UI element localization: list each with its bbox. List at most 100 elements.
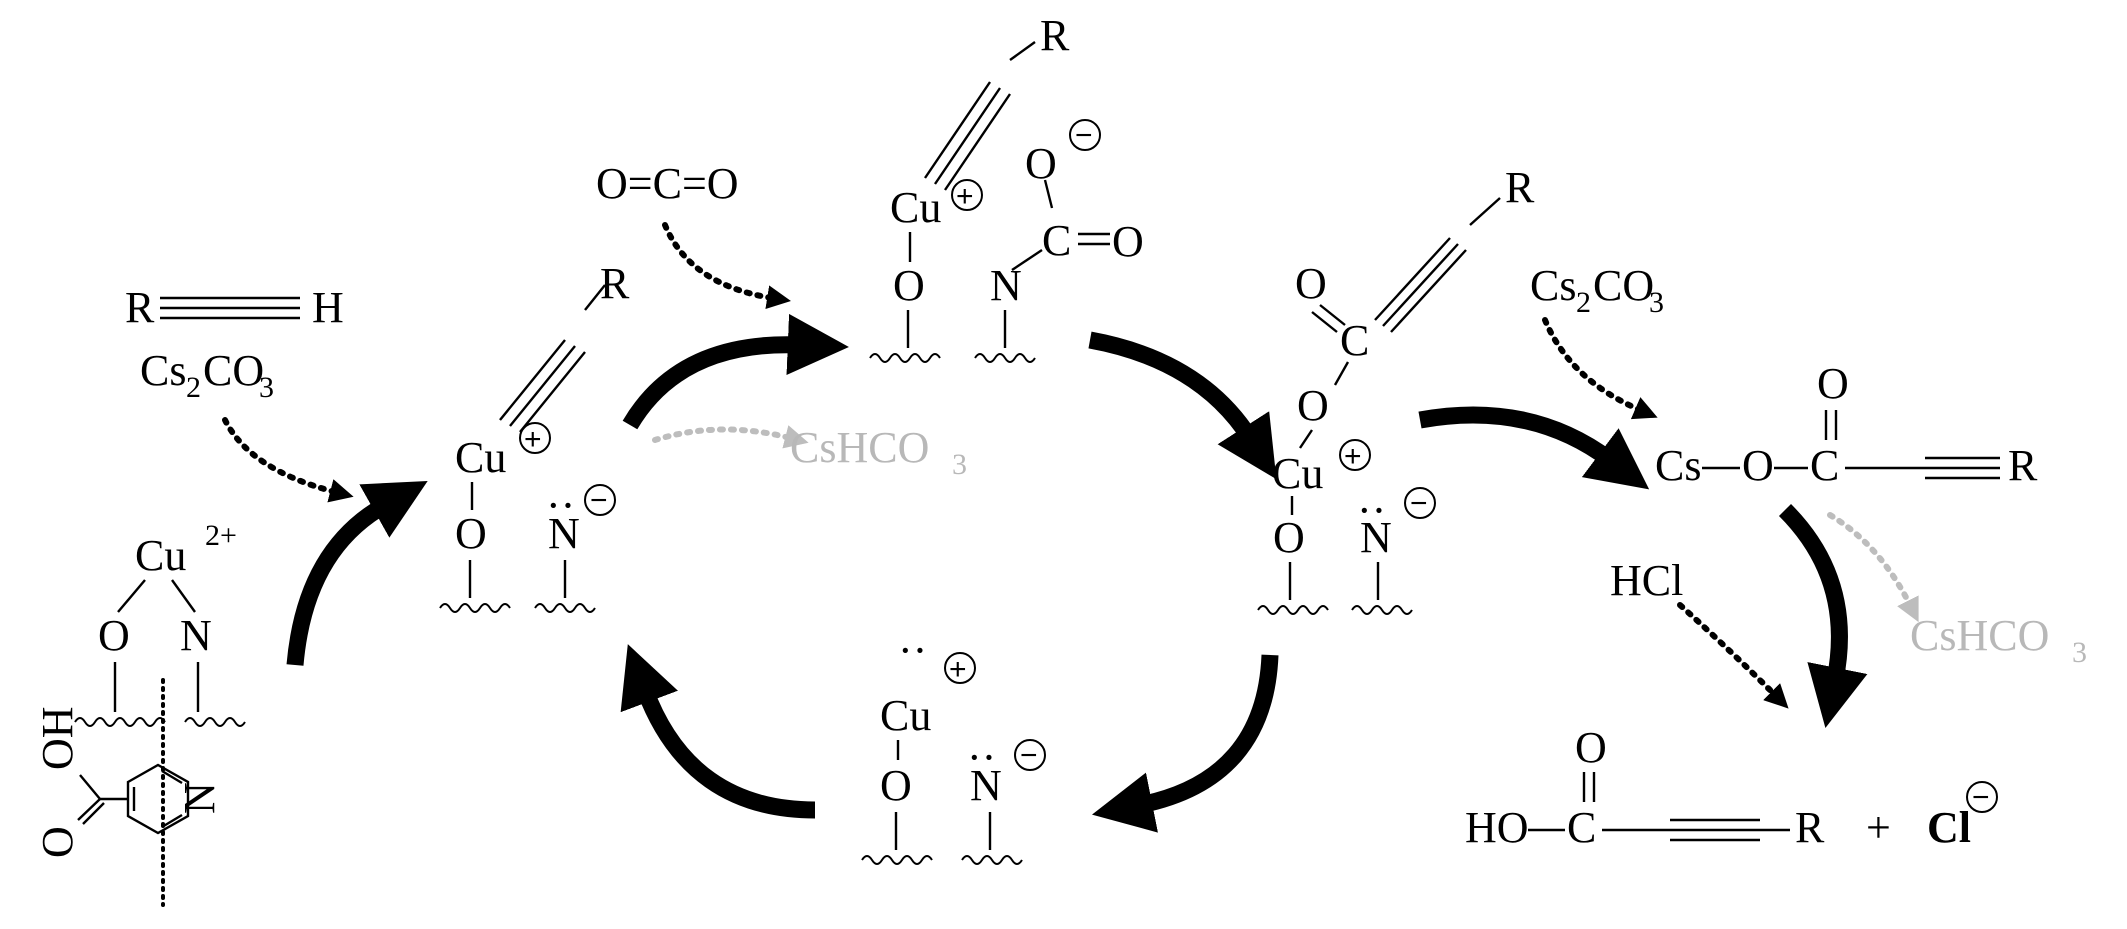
label-n: N bbox=[548, 509, 580, 558]
label-o: O bbox=[1112, 217, 1144, 266]
label-o: O bbox=[1742, 441, 1774, 490]
byproduct-cshco3-1: CsHCO 3 bbox=[790, 423, 967, 481]
bond-cu-o bbox=[117, 579, 146, 613]
support-wavy-left bbox=[74, 717, 166, 727]
charge-minus: − bbox=[590, 484, 608, 517]
byproduct-cshco3-2: CsHCO 3 bbox=[1910, 611, 2087, 669]
cs2co3-co: CO bbox=[1593, 261, 1654, 310]
arrow-co2-insertion bbox=[622, 313, 849, 430]
lone-pair: ·· bbox=[1357, 486, 1386, 535]
label-o: O bbox=[1025, 139, 1057, 188]
label-cu: Cu bbox=[880, 691, 931, 740]
cs2co3-sub3: 3 bbox=[259, 371, 274, 404]
label-n: N bbox=[990, 261, 1022, 310]
dotted-arrow-base-in bbox=[222, 417, 354, 503]
label-n: N bbox=[1360, 513, 1392, 562]
cs2co3-sub2: 2 bbox=[1576, 286, 1591, 319]
label-cl: Cl bbox=[1927, 803, 1971, 852]
label-o: O bbox=[1817, 359, 1849, 408]
charge-minus: − bbox=[1020, 739, 1038, 772]
reagent-cs2co3-1: Cs 2 CO 3 bbox=[140, 346, 274, 404]
cs2co3-cs: Cs bbox=[1530, 261, 1576, 310]
reagent-co2: O=C=O bbox=[596, 159, 739, 208]
label-ho: HO bbox=[1465, 803, 1529, 852]
label-r: R bbox=[1795, 803, 1825, 852]
label-o: O bbox=[98, 611, 130, 660]
label-n: N bbox=[180, 611, 212, 660]
cs2co3-co: CO bbox=[203, 346, 264, 395]
cs2co3-cs: Cs bbox=[140, 346, 186, 395]
label-h: H bbox=[312, 283, 344, 332]
charge-plus: + bbox=[524, 423, 542, 456]
intermediate-cu-acetylide: Cu + R O ·· N − bbox=[439, 259, 630, 613]
label-cu: Cu bbox=[890, 183, 941, 232]
lone-pair: ·· bbox=[898, 626, 927, 675]
label-r: R bbox=[2008, 441, 2038, 490]
support-wavy bbox=[534, 603, 596, 613]
label-carbonyl-o: O bbox=[33, 826, 82, 858]
label-n: N bbox=[970, 761, 1002, 810]
label-r: R bbox=[1505, 163, 1535, 212]
charge-minus: − bbox=[1075, 119, 1093, 152]
dotted-arrow-cshco3-out-2 bbox=[1827, 512, 1919, 623]
svg-text:3: 3 bbox=[952, 448, 967, 481]
support-wavy bbox=[1257, 605, 1329, 615]
label-r: R bbox=[125, 283, 155, 332]
support-wavy bbox=[439, 603, 511, 613]
charge-minus: − bbox=[1410, 487, 1428, 520]
charge-plus: + bbox=[1344, 440, 1362, 473]
charge-plus: + bbox=[949, 653, 967, 686]
label-c: C bbox=[1340, 316, 1369, 365]
reagent-hcl: HCl bbox=[1610, 556, 1683, 605]
label-c: C bbox=[1042, 216, 1071, 265]
svg-text:CsHCO: CsHCO bbox=[1910, 611, 2049, 660]
cs2co3-sub3: 3 bbox=[1649, 286, 1664, 319]
svg-text:CsHCO: CsHCO bbox=[790, 423, 929, 472]
charge-plus: + bbox=[956, 180, 974, 213]
support-wavy-right bbox=[184, 717, 246, 727]
support-wavy bbox=[974, 353, 1036, 363]
dotted-arrow-cshco3-out-1 bbox=[652, 425, 809, 449]
support-wavy bbox=[869, 353, 941, 363]
label-o: O bbox=[880, 761, 912, 810]
product-propiolic-acid: HO C O R + Cl − bbox=[1465, 723, 1998, 852]
start-cu2-complex: Cu 2+ O N OH O N bbox=[33, 519, 246, 907]
arrow-release bbox=[1418, 406, 1650, 490]
lone-pair: ·· bbox=[967, 733, 996, 782]
intermediate-cu-carboxylate: O C R O Cu + O ·· N − bbox=[1257, 163, 1535, 615]
intermediate-cu-bottom: ·· + Cu O ·· N − bbox=[861, 626, 1046, 865]
support-wavy bbox=[861, 855, 933, 865]
label-c: C bbox=[1567, 803, 1596, 852]
dotted-arrow-hcl-in bbox=[1677, 602, 1789, 709]
plus-sign: + bbox=[1866, 803, 1891, 852]
label-oh: OH bbox=[33, 706, 82, 770]
arrow-regeneration bbox=[1091, 654, 1279, 833]
charge-minus: − bbox=[1972, 781, 1990, 814]
svg-text:3: 3 bbox=[2072, 636, 2087, 669]
label-r: R bbox=[600, 259, 630, 308]
label-cu-2plus: 2+ bbox=[205, 519, 237, 552]
label-cu: Cu bbox=[455, 433, 506, 482]
label-o: O bbox=[1575, 723, 1607, 772]
label-o: O bbox=[1295, 259, 1327, 308]
label-cu: Cu bbox=[135, 531, 186, 580]
cesium-propiolate: Cs O C O R bbox=[1655, 359, 2038, 490]
label-r: R bbox=[1040, 11, 1070, 60]
arrow-carboxylation bbox=[1088, 331, 1277, 480]
reagent-cs2co3-2: Cs 2 CO 3 bbox=[1530, 261, 1664, 319]
label-cs: Cs bbox=[1655, 441, 1701, 490]
arrow-activation bbox=[286, 480, 428, 666]
isonicotinic-acid: OH O N bbox=[33, 706, 224, 858]
support-wavy bbox=[961, 855, 1023, 865]
pyridine-ring bbox=[126, 763, 190, 835]
cs2co3-sub2: 2 bbox=[186, 371, 201, 404]
label-o: O bbox=[1273, 513, 1305, 562]
intermediate-carbamate: Cu + R O N C O O − bbox=[869, 11, 1144, 363]
bond-cu-n bbox=[171, 579, 196, 613]
label-c: C bbox=[1810, 441, 1839, 490]
reagent-alkyne: R H bbox=[125, 283, 344, 332]
label-cu: Cu bbox=[1272, 449, 1323, 498]
label-o: O bbox=[455, 509, 487, 558]
